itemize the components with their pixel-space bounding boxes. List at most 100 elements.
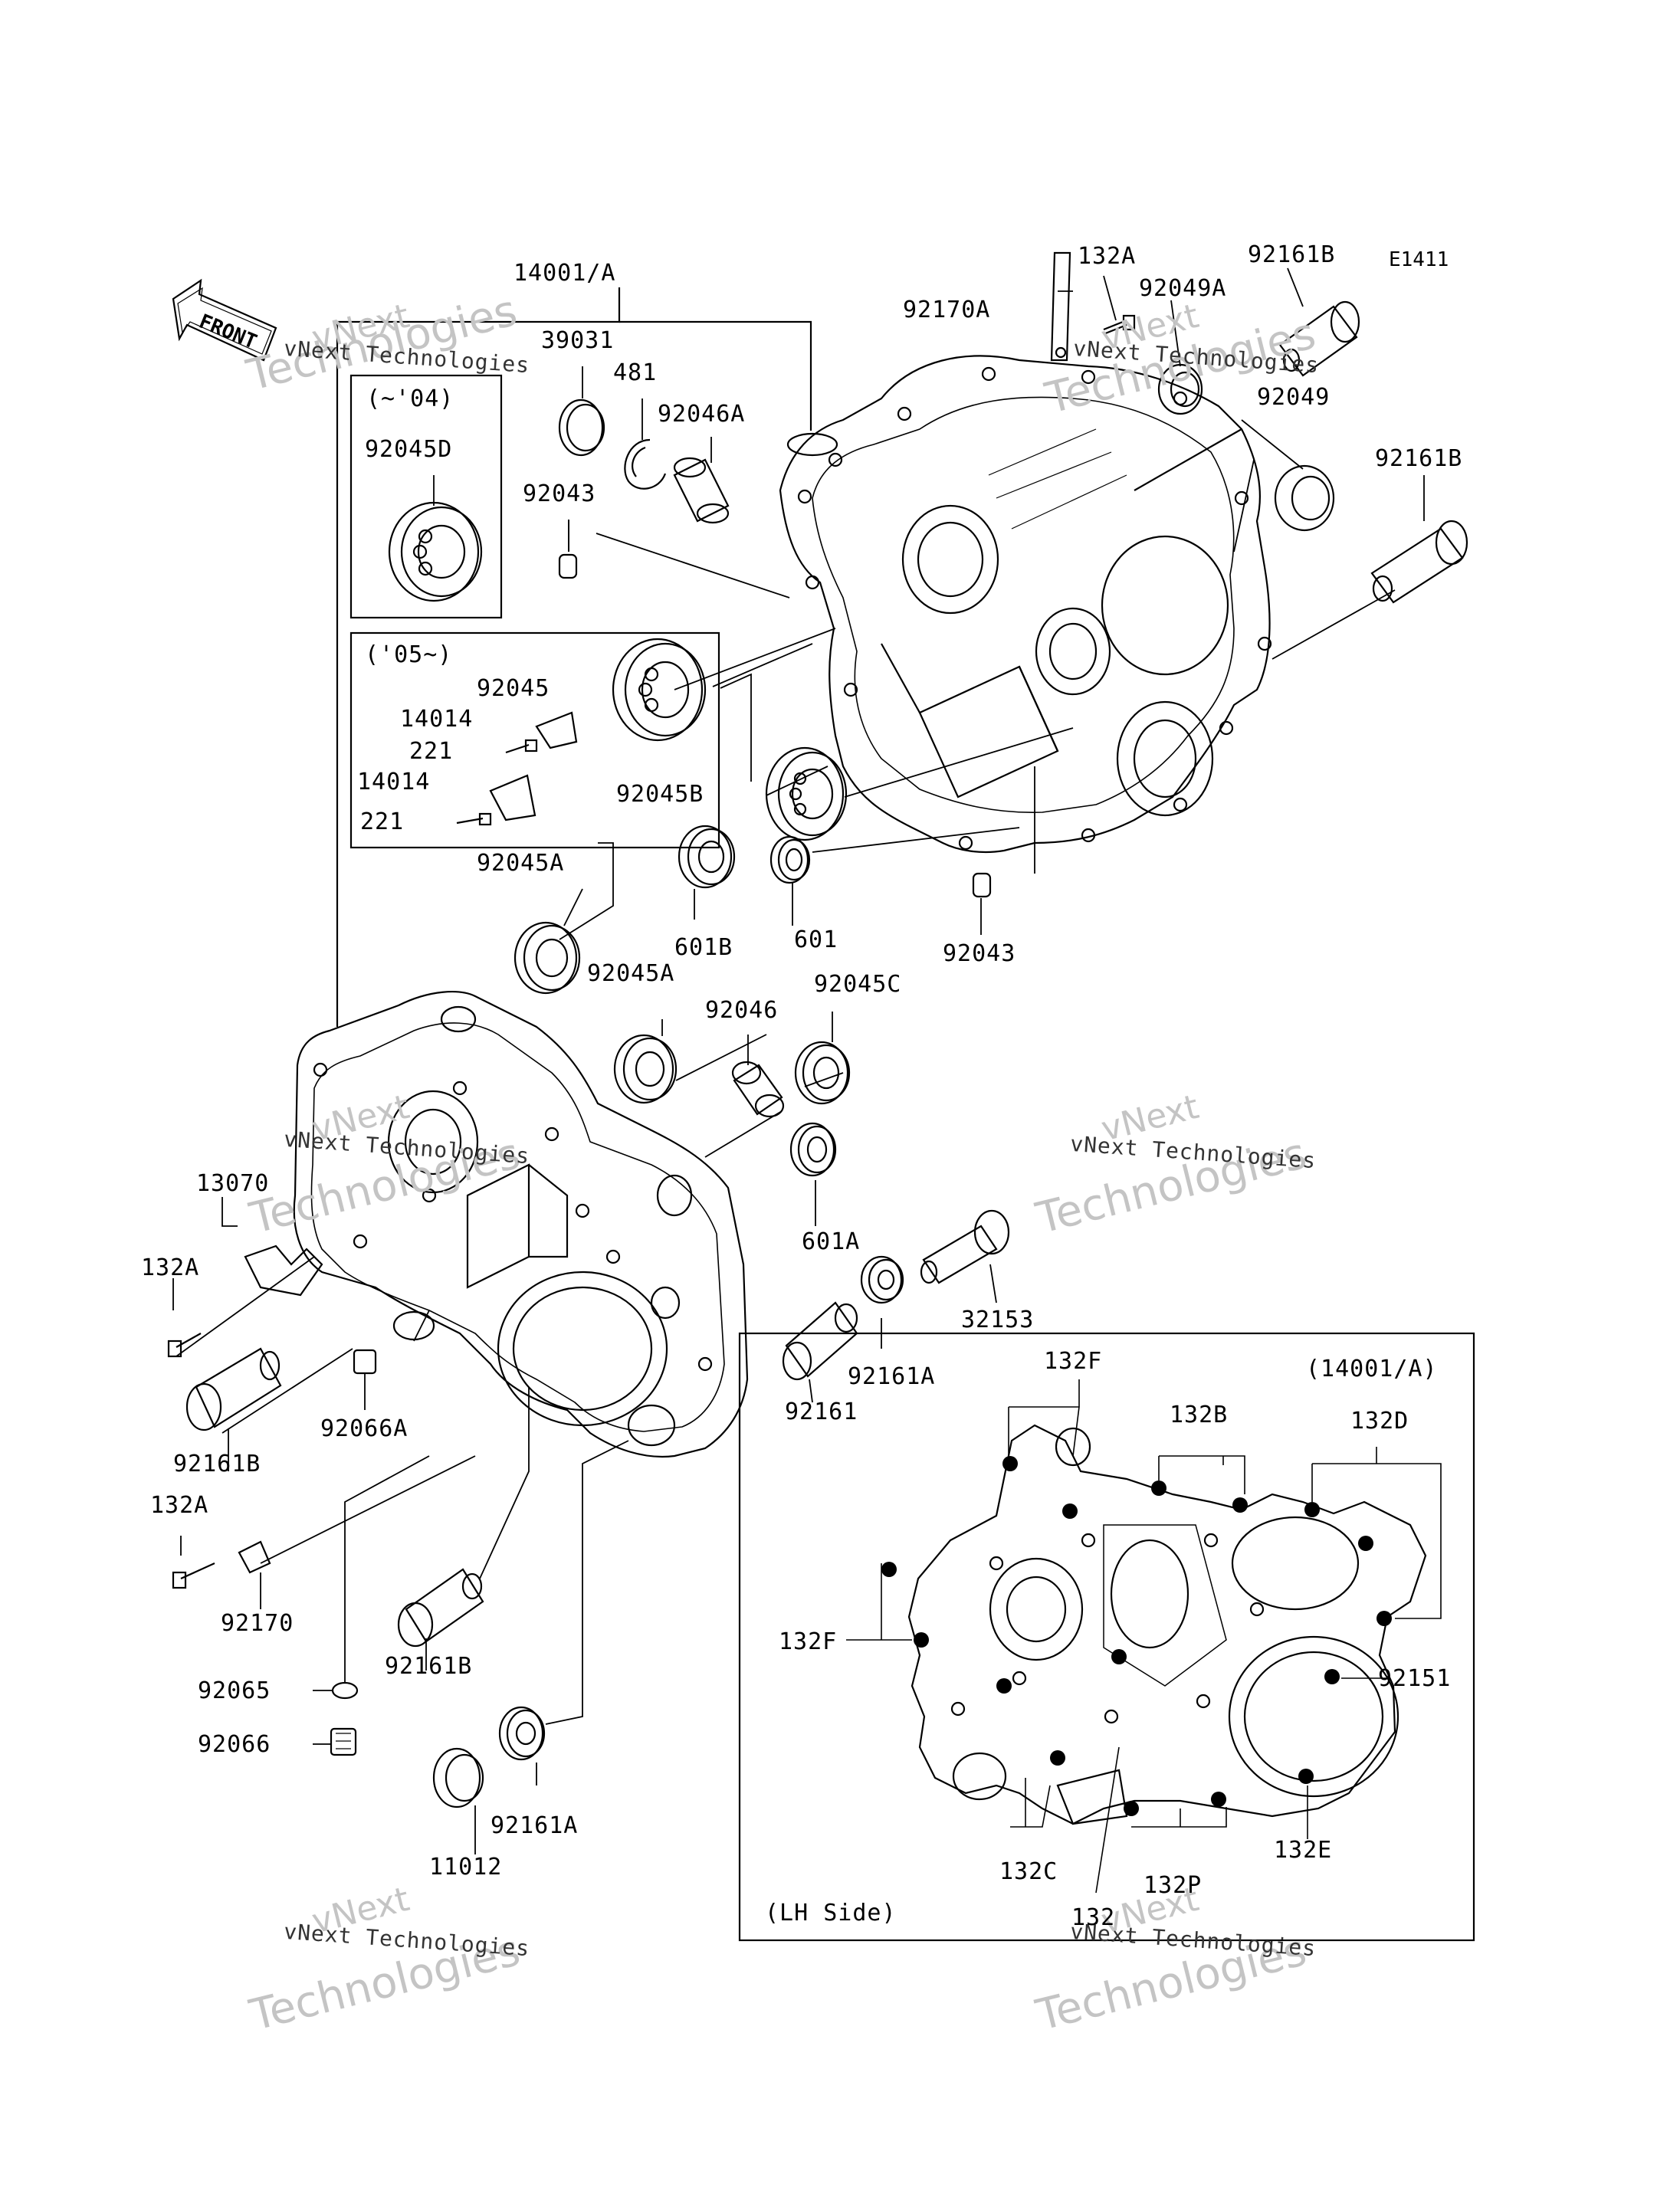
bearing-92045D: [388, 501, 483, 602]
part-label: 92049: [1257, 384, 1331, 411]
plug-92066A: [353, 1349, 377, 1375]
bearing-92045: [612, 638, 707, 742]
bearing-92045C: [794, 1041, 851, 1105]
dowel-92043-top: [558, 553, 578, 579]
washer-92065: [331, 1681, 359, 1700]
part-label: 39031: [541, 327, 615, 354]
part-label: 481: [613, 359, 658, 386]
part-label: 92045A: [477, 850, 565, 877]
part-label: 92161: [785, 1399, 858, 1425]
cap-11012: [432, 1747, 484, 1808]
bearing-601: [769, 835, 811, 884]
part-label: 92045: [477, 675, 550, 702]
part-label: 601: [794, 926, 838, 953]
inset-label: 132F: [779, 1628, 838, 1655]
part-label: 132A: [1078, 243, 1137, 270]
part-label: 92161B: [385, 1653, 473, 1680]
bearing-601B: [678, 825, 736, 889]
part-label: 92170A: [903, 297, 991, 323]
part-label: 92161B: [173, 1451, 261, 1477]
part-label: 92066: [198, 1731, 271, 1758]
part-label: ('05~): [365, 641, 453, 668]
stopper-14014-b: [489, 774, 536, 821]
inset-label: 132B: [1170, 1402, 1229, 1428]
inset-caption: (LH Side): [765, 1900, 897, 1926]
part-label: 601B: [674, 934, 733, 961]
part-label: 92045A: [587, 960, 675, 987]
bush-92161B-bottom: [397, 1568, 484, 1648]
needle-bearing-92046A: [673, 457, 730, 524]
bearing-92045A-lower: [613, 1034, 678, 1104]
seal-92049: [1274, 464, 1335, 532]
inset-lh-side-crankcase: [846, 1379, 1442, 1894]
part-label: 92161A: [848, 1363, 936, 1390]
part-label: (~'04): [366, 385, 454, 412]
part-label: 92045B: [616, 781, 704, 808]
bolt-132A-left2: [172, 1562, 215, 1589]
dowel-92043-mid: [972, 872, 992, 898]
needle-bearing-92046: [731, 1061, 785, 1118]
inset-title: (14001/A): [1306, 1356, 1438, 1382]
plug-92066: [330, 1727, 357, 1756]
part-label: 13070: [196, 1170, 270, 1197]
part-label: 32153: [961, 1307, 1035, 1333]
bush-92161B-right: [1370, 520, 1468, 604]
screw-221-b: [456, 812, 492, 826]
bearing-92161A-low: [498, 1706, 546, 1761]
part-label: 92161B: [1375, 445, 1463, 472]
front-arrow-icon: [172, 278, 277, 362]
part-label: 92043: [523, 480, 596, 507]
part-label: 14001/A: [514, 260, 616, 287]
inset-leaders: [846, 1379, 1442, 1894]
inset-label: 132E: [1274, 1837, 1333, 1864]
part-label: 132A: [141, 1254, 200, 1281]
part-label: 601A: [802, 1228, 861, 1255]
part-label: 92065: [198, 1677, 271, 1704]
bearing-92045A-upper: [514, 921, 581, 995]
bearing-601A: [789, 1122, 837, 1177]
part-label: 11012: [429, 1854, 503, 1881]
ring-39031: [558, 398, 605, 457]
inset-label: 132D: [1350, 1408, 1409, 1435]
part-label: 221: [409, 738, 454, 765]
part-label: 92049A: [1139, 275, 1227, 302]
inset-label: 132C: [999, 1858, 1058, 1885]
screw-221-a: [505, 739, 538, 754]
part-label: 92170: [221, 1610, 294, 1637]
bearing-92045B: [765, 746, 848, 841]
group-brackets: [336, 287, 1475, 1942]
bolt-132A-top: [1103, 314, 1136, 336]
leader-lines: [172, 267, 1425, 1854]
part-label: 14014: [400, 706, 474, 733]
clamp-92170: [238, 1540, 271, 1574]
bracket-13070: [244, 1244, 323, 1297]
bolt-132A-left: [167, 1333, 202, 1358]
bush-92161B-left: [185, 1347, 282, 1431]
bush-92161: [782, 1301, 858, 1381]
inset-label: 132F: [1044, 1348, 1103, 1375]
part-label: 132A: [150, 1492, 209, 1519]
diagram-code: E1411: [1389, 248, 1449, 271]
inset-label: 92151: [1378, 1665, 1452, 1692]
part-label: 92066A: [320, 1415, 409, 1442]
part-label: 92161B: [1248, 241, 1336, 268]
part-label: 92045C: [814, 971, 902, 998]
right-crankcase-upper: [779, 355, 1272, 854]
seal-92049A: [1157, 363, 1203, 415]
left-crankcase-lower: [293, 991, 749, 1458]
part-label: 92046A: [658, 401, 746, 428]
part-label: 92045D: [365, 436, 453, 463]
stopper-14014-a: [535, 711, 578, 749]
part-label: 221: [360, 808, 405, 835]
inset-label: 132: [1071, 1904, 1116, 1931]
strap-92170A: [1050, 251, 1071, 362]
collar-32153: [920, 1209, 1010, 1284]
bolt-markers: [881, 1456, 1392, 1816]
bush-92161B-top: [1278, 300, 1360, 377]
part-label: 14014: [357, 769, 431, 795]
part-label: 92161A: [491, 1812, 579, 1839]
inset-label: 132P: [1144, 1872, 1203, 1899]
part-label: 92046: [705, 997, 779, 1024]
part-label: 92043: [943, 940, 1016, 967]
